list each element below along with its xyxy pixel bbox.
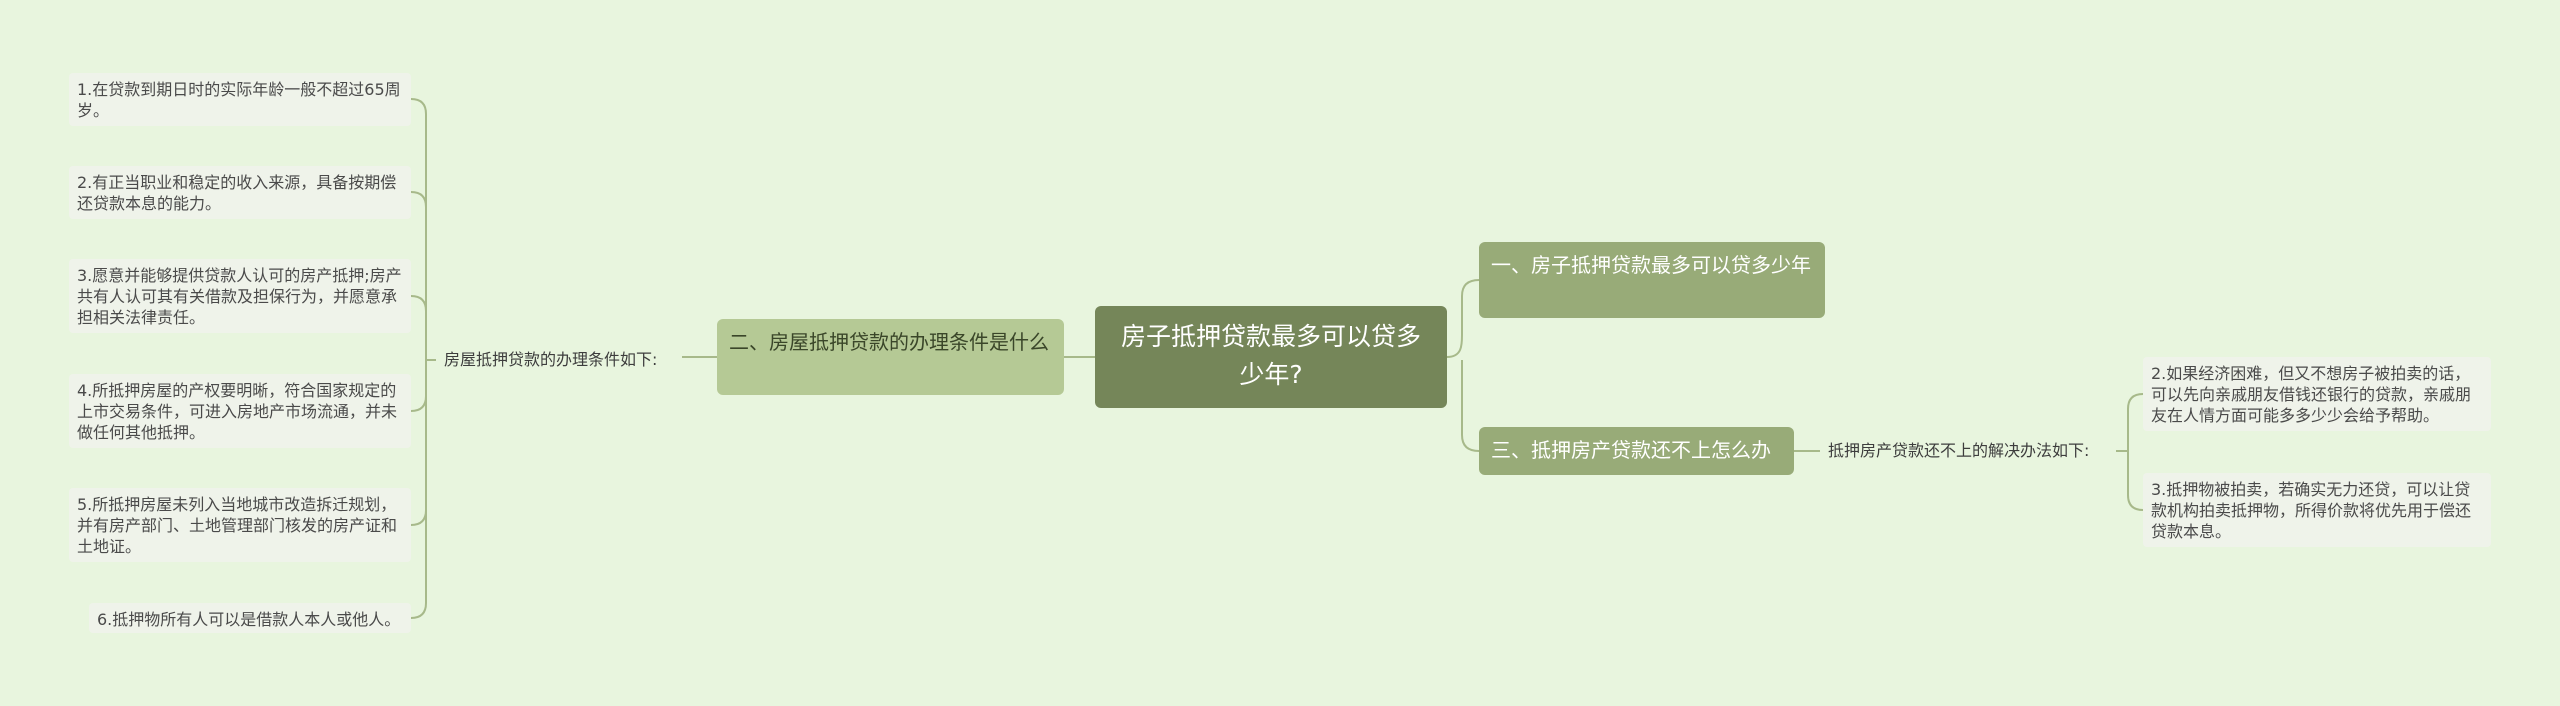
root-topic-label: 房子抵押贷款最多可以贷多少年? xyxy=(1120,322,1421,389)
subtopic-solutions-intro[interactable]: 抵押房产贷款还不上的解决办法如下: xyxy=(1820,436,2116,466)
leaf-solution-3[interactable]: 3.抵押物被拍卖，若确实无力还贷，可以让贷款机构拍卖抵押物，所得价款将优先用于偿… xyxy=(2143,473,2491,547)
leaf-condition-6-text: 6.抵押物所有人可以是借款人本人或他人。 xyxy=(97,610,401,629)
subtopic-conditions-intro-label: 房屋抵押贷款的办理条件如下: xyxy=(444,350,658,369)
leaf-condition-5-text: 5.所抵押房屋未列入当地城市改造拆迁规划，并有房产部门、土地管理部门核发的房产证… xyxy=(77,495,398,556)
leaf-condition-3[interactable]: 3.愿意并能够提供贷款人认可的房产抵押;房产共有人认可其有关借款及担保行为，并愿… xyxy=(69,259,411,333)
leaf-condition-2-text: 2.有正当职业和稳定的收入来源，具备按期偿还贷款本息的能力。 xyxy=(77,173,397,213)
root-topic[interactable]: 房子抵押贷款最多可以贷多少年? xyxy=(1095,306,1447,408)
branch-cannot-repay-label: 三、抵押房产贷款还不上怎么办 xyxy=(1491,438,1771,462)
subtopic-solutions-intro-label: 抵押房产贷款还不上的解决办法如下: xyxy=(1828,441,2090,460)
leaf-condition-6[interactable]: 6.抵押物所有人可以是借款人本人或他人。 xyxy=(89,603,411,633)
connector-root-to-right xyxy=(1446,279,1480,452)
leaf-condition-2[interactable]: 2.有正当职业和稳定的收入来源，具备按期偿还贷款本息的能力。 xyxy=(69,166,411,219)
leaf-solution-2[interactable]: 2.如果经济困难，但又不想房子被拍卖的话，可以先向亲戚朋友借钱还银行的贷款，亲戚… xyxy=(2143,357,2491,431)
connector-right-bracket xyxy=(2116,393,2144,511)
branch-conditions[interactable]: 二、房屋抵押贷款的办理条件是什么 xyxy=(717,319,1064,395)
leaf-condition-1-text: 1.在贷款到期日时的实际年龄一般不超过65周岁。 xyxy=(77,80,401,120)
leaf-solution-2-text: 2.如果经济困难，但又不想房子被拍卖的话，可以先向亲戚朋友借钱还银行的贷款，亲戚… xyxy=(2151,364,2472,425)
subtopic-conditions-intro[interactable]: 房屋抵押贷款的办理条件如下: xyxy=(436,345,682,375)
branch-conditions-label: 二、房屋抵押贷款的办理条件是什么 xyxy=(729,330,1049,354)
leaf-condition-1[interactable]: 1.在贷款到期日时的实际年龄一般不超过65周岁。 xyxy=(69,73,411,126)
branch-max-years[interactable]: 一、房子抵押贷款最多可以贷多少年 xyxy=(1479,242,1825,318)
connector-left-bracket xyxy=(410,98,427,619)
leaf-solution-3-text: 3.抵押物被拍卖，若确实无力还贷，可以让贷款机构拍卖抵押物，所得价款将优先用于偿… xyxy=(2151,480,2472,541)
leaf-condition-5[interactable]: 5.所抵押房屋未列入当地城市改造拆迁规划，并有房产部门、土地管理部门核发的房产证… xyxy=(69,488,411,562)
leaf-condition-4[interactable]: 4.所抵押房屋的产权要明晰，符合国家规定的上市交易条件，可进入房地产市场流通，并… xyxy=(69,374,411,448)
leaf-condition-3-text: 3.愿意并能够提供贷款人认可的房产抵押;房产共有人认可其有关借款及担保行为，并愿… xyxy=(77,266,402,327)
branch-cannot-repay[interactable]: 三、抵押房产贷款还不上怎么办 xyxy=(1479,427,1794,475)
leaf-condition-4-text: 4.所抵押房屋的产权要明晰，符合国家规定的上市交易条件，可进入房地产市场流通，并… xyxy=(77,381,398,442)
branch-max-years-label: 一、房子抵押贷款最多可以贷多少年 xyxy=(1491,253,1811,277)
